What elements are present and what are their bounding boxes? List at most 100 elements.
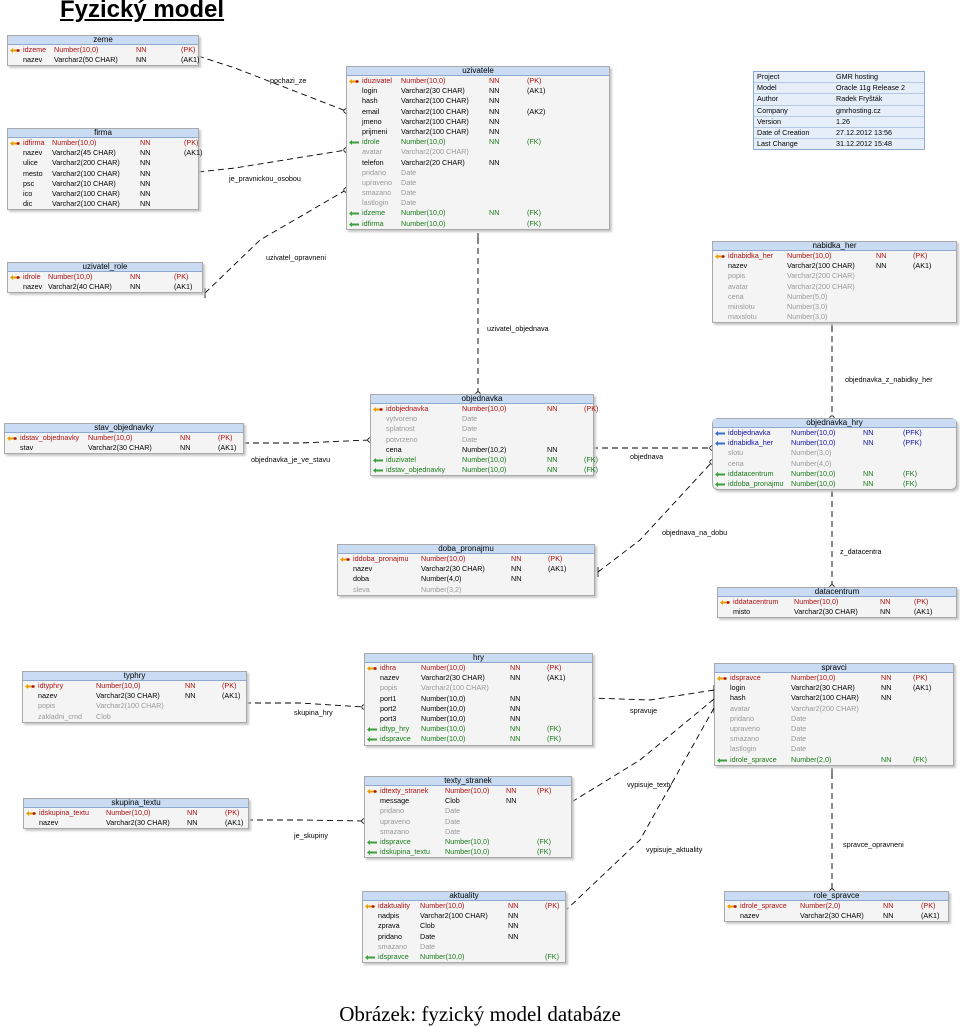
column-nn: NN bbox=[880, 607, 891, 617]
foreign-key-icon bbox=[365, 954, 375, 960]
column-key: (AK1) bbox=[914, 607, 933, 617]
column-nn: NN bbox=[510, 673, 521, 683]
column-key: (FK) bbox=[913, 754, 927, 764]
figure-caption: Obrázek: fyzický model databáze bbox=[339, 1002, 621, 1026]
column-nn: NN bbox=[130, 282, 141, 292]
column-key: (FK) bbox=[547, 724, 561, 734]
column-type: Date bbox=[445, 826, 461, 836]
column-name: idstav_objednavky bbox=[386, 465, 446, 475]
column-name: popis bbox=[380, 683, 398, 693]
column-type: Clob bbox=[445, 796, 460, 806]
column-name: avatar bbox=[728, 281, 748, 291]
column-name: cena bbox=[386, 444, 402, 454]
column-name: ico bbox=[23, 188, 33, 198]
column-nn: NN bbox=[876, 261, 887, 271]
column-type: Number(10,0) bbox=[794, 597, 839, 606]
table-name: aktuality bbox=[363, 892, 565, 901]
column-name: lastlogin bbox=[730, 744, 757, 754]
column-name: popis bbox=[38, 701, 56, 711]
page-title: Fyzický model bbox=[60, 0, 225, 23]
column-name: iduzivatel bbox=[362, 76, 392, 85]
column-nn: NN bbox=[511, 574, 522, 584]
table-row: popis Varchar2(100 CHAR) bbox=[365, 683, 592, 693]
column-key: (PK) bbox=[527, 76, 542, 85]
column-nn: NN bbox=[881, 693, 892, 703]
relationship-label-objednava: objednava bbox=[630, 452, 664, 461]
column-type: Varchar2(40 CHAR) bbox=[48, 282, 112, 292]
column-type: Number(5,0) bbox=[787, 291, 828, 301]
foreign-key-icon bbox=[367, 850, 377, 856]
relationship-label-vypisuje-texty: vypisuje_texty bbox=[627, 780, 673, 789]
column-name: pridano bbox=[362, 167, 386, 177]
column-name: zprava bbox=[378, 921, 400, 931]
column-type: Varchar2(30 CHAR) bbox=[794, 607, 858, 617]
column-name: hash bbox=[730, 693, 746, 703]
primary-key-icon bbox=[10, 141, 20, 146]
column-name: pridano bbox=[730, 713, 754, 723]
column-name: telefon bbox=[362, 157, 384, 167]
column-key: (FK) bbox=[537, 836, 551, 846]
column-key: (PFK) bbox=[903, 428, 922, 437]
column-key: (PK) bbox=[537, 786, 552, 795]
primary-key-icon bbox=[349, 79, 359, 84]
primary-key-icon bbox=[365, 904, 375, 909]
column-type: Date bbox=[401, 177, 417, 187]
column-type: Varchar2(30 CHAR) bbox=[421, 564, 485, 574]
column-type: Number(10,0) bbox=[88, 433, 133, 442]
table-name: hry bbox=[365, 654, 592, 663]
column-type: Number(10,0) bbox=[421, 724, 466, 734]
column-key: (PK) bbox=[545, 901, 560, 910]
column-name: port1 bbox=[380, 693, 397, 703]
relationship-line bbox=[247, 819, 365, 822]
column-name: ulice bbox=[23, 158, 38, 168]
column-nn: NN bbox=[510, 713, 521, 723]
column-type: Date bbox=[462, 424, 478, 434]
column-name: psc bbox=[23, 178, 35, 188]
table-name: texty_stranek bbox=[365, 777, 571, 786]
column-type: Varchar2(100 CHAR) bbox=[421, 683, 489, 693]
column-key: (AK1) bbox=[184, 148, 203, 158]
relationship-line bbox=[197, 55, 347, 112]
relationship-label-objednava-na-dobu: objednava_na_dobu bbox=[662, 528, 728, 537]
column-key: (AK1) bbox=[548, 564, 567, 574]
relationship-line bbox=[245, 702, 365, 708]
column-name: idaktuality bbox=[378, 901, 410, 910]
info-value: Oracle 11g Release 2 bbox=[836, 83, 905, 93]
column-type: Varchar2(200 CHAR) bbox=[787, 271, 855, 281]
